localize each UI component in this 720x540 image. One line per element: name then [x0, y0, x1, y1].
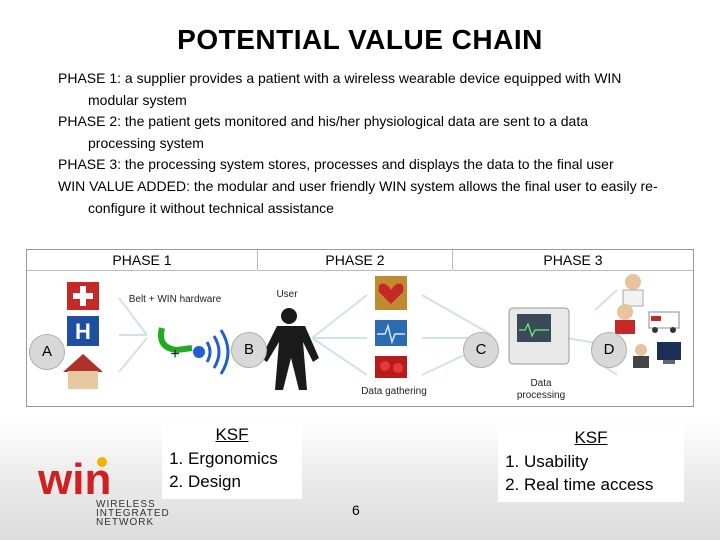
- user-label: User: [276, 289, 298, 300]
- header-divider: [452, 250, 453, 270]
- ksf-right-heading: KSF: [574, 428, 608, 447]
- processing-device-icon: [508, 307, 570, 365]
- data-processing-label: Data processing: [516, 378, 566, 401]
- nurse-icon: [615, 304, 635, 334]
- phase-3-header: PHASE 3: [453, 250, 693, 271]
- win-value-added-description: WIN VALUE ADDED: the modular and user fr…: [58, 177, 658, 216]
- ksf-left-item: Ergonomics: [188, 447, 302, 470]
- value-chain-diagram: PHASE 1 PHASE 2 PHASE 3 H: [26, 249, 694, 407]
- house-icon: [63, 354, 103, 389]
- plus-sign: +: [170, 346, 180, 363]
- node-b: B: [231, 332, 267, 368]
- data-gathering-label: Data gathering: [361, 386, 427, 397]
- phase-2-header: PHASE 2: [258, 250, 452, 271]
- hospital-icon: H: [67, 316, 99, 346]
- ksf-left-heading: KSF: [215, 425, 249, 444]
- page-title: POTENTIAL VALUE CHAIN: [177, 24, 543, 55]
- ambulance-icon: [648, 311, 680, 333]
- page-number: 6: [352, 502, 360, 518]
- computer-icon: [657, 342, 681, 364]
- blood-cells-icon: [375, 356, 407, 378]
- hardware-label: Belt + WIN hardware: [128, 294, 222, 305]
- ksf-right-box: KSF Usability Real time access: [498, 428, 684, 502]
- diagram-graphics: H: [63, 274, 681, 390]
- phase-2-description: PHASE 2: the patient gets monitored and …: [58, 113, 589, 151]
- red-cross-icon: [67, 282, 99, 310]
- node-a: A: [29, 334, 65, 370]
- win-logo-icon: win: [37, 455, 111, 502]
- ksf-left-item: Design: [188, 470, 302, 493]
- ecg-icon: [375, 320, 407, 346]
- user-figure-icon: [261, 308, 319, 390]
- phase-1-description: PHASE 1: a supplier provides a patient w…: [58, 70, 622, 108]
- phase-3-description: PHASE 3: the processing system stores, p…: [58, 156, 614, 173]
- node-c: C: [463, 332, 499, 368]
- ksf-left-box: KSF Ergonomics Design: [162, 425, 302, 499]
- phase-1-header: PHASE 1: [27, 250, 257, 271]
- logo-wordmark: WIRELESS INTEGRATED NETWORK: [96, 499, 170, 528]
- ksf-right-item: Real time access: [524, 473, 684, 496]
- node-d: D: [591, 332, 627, 368]
- header-divider: [257, 250, 258, 270]
- svg-text:H: H: [75, 319, 91, 344]
- pc-user-icon: [633, 344, 649, 368]
- phase-descriptions: PHASE 1: a supplier provides a patient w…: [58, 68, 658, 219]
- heart-icon: [375, 276, 407, 310]
- doctor-icon: [622, 274, 644, 307]
- belt-hardware-icon: [158, 327, 230, 375]
- ksf-right-item: Usability: [524, 450, 684, 473]
